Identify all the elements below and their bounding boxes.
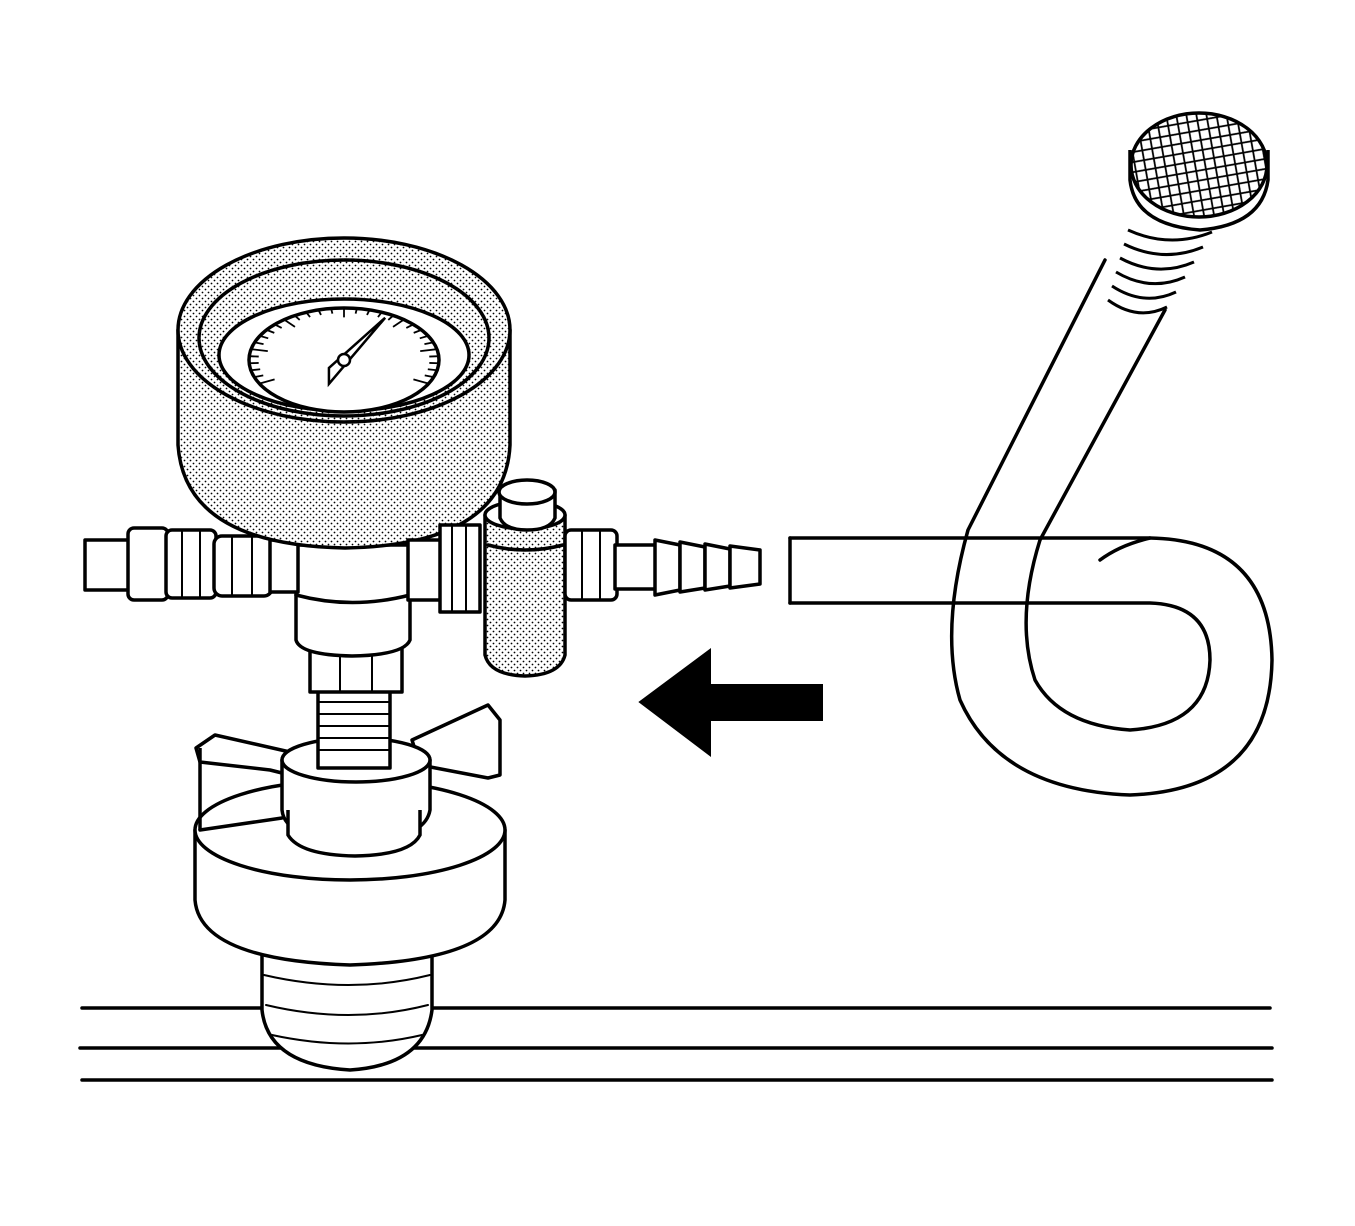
direction-arrow-left-icon <box>640 650 822 755</box>
gauge-tick <box>251 369 260 370</box>
hose-corrugation-ring <box>1124 244 1203 255</box>
threaded-stem <box>310 640 402 768</box>
hose <box>790 230 1272 795</box>
hose-corrugation-ring <box>1108 300 1167 313</box>
right-fitting <box>565 530 760 600</box>
gauge-tick <box>428 369 437 370</box>
threaded-base-adapter <box>262 950 432 1070</box>
mounting-surface <box>80 1008 1272 1080</box>
pressure-gauge <box>178 238 510 548</box>
hose-corrugation-ring <box>1112 286 1176 298</box>
hose-corrugation-ring <box>1116 272 1185 284</box>
hose-corrugation-ring <box>1120 258 1194 269</box>
gauge-needle-hub <box>338 354 350 366</box>
gauge-tick <box>331 308 332 313</box>
hose-corrugations <box>1108 230 1212 313</box>
hand-pump-bulb <box>1130 113 1268 230</box>
gauge-tick <box>356 308 357 313</box>
tester-body <box>296 545 410 656</box>
